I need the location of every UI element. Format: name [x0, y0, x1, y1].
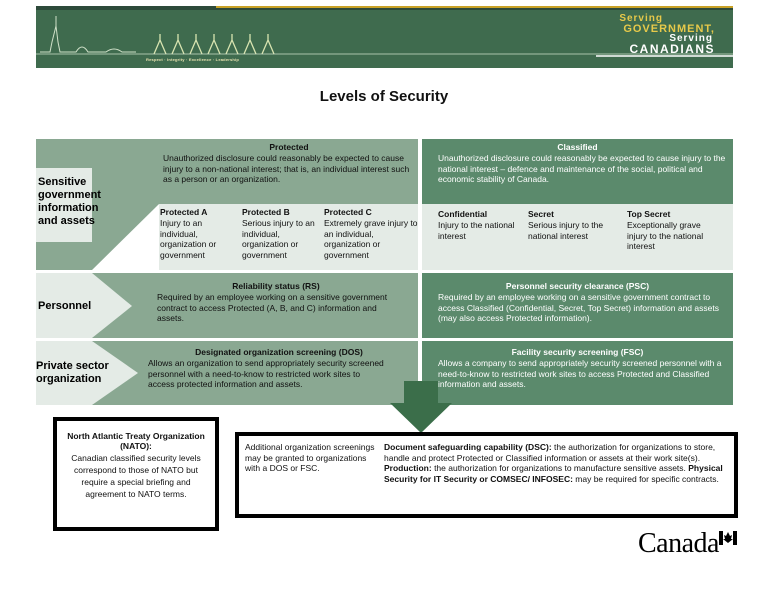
- canada-flag-icon: [719, 531, 737, 545]
- canada-wordmark: Canada: [638, 528, 719, 560]
- confidential-title: Confidential: [438, 209, 524, 220]
- production-label: Production:: [384, 463, 432, 473]
- protected-b-description: Serious injury to an individual, organiz…: [242, 218, 320, 260]
- fsc-heading: Facility security screening (FSC): [422, 347, 733, 358]
- production-text: the authorization for organizations to m…: [432, 463, 689, 473]
- sensitive-arrow-bottom-tab: [36, 242, 92, 270]
- row-label-private-sector: Private sector organization: [36, 360, 116, 386]
- top-secret-description: Exceptionally grave injury to the nation…: [627, 220, 723, 252]
- rs-description: Required by an employee working on a sen…: [157, 292, 397, 324]
- fsc-description: Allows a company to send appropriately s…: [438, 358, 728, 390]
- row-label-personnel: Personnel: [38, 300, 108, 313]
- nato-heading: North Atlantic Treaty Organization (NATO…: [65, 431, 207, 451]
- top-secret-title: Top Secret: [627, 209, 723, 220]
- protected-a-description: Injury to an individual, organization or…: [160, 218, 240, 260]
- dos-heading: Designated organization screening (DOS): [140, 347, 418, 358]
- nato-description: Canadian classified security levels corr…: [65, 452, 207, 500]
- nato-box: North Atlantic Treaty Organization (NATO…: [53, 417, 219, 531]
- sensitive-arrow-top-tab: [36, 139, 92, 168]
- rs-heading: Reliability status (RS): [134, 281, 418, 292]
- psc-description: Required by an employee working on a sen…: [438, 292, 728, 324]
- secret-title: Secret: [528, 209, 620, 220]
- dos-description: Allows an organization to send appropria…: [148, 358, 388, 390]
- classified-description: Unauthorized disclosure could reasonably…: [438, 153, 728, 185]
- protected-b-title: Protected B: [242, 207, 322, 218]
- protected-a-title: Protected A: [160, 207, 240, 218]
- row-label-sensitive: Sensitive government information and ass…: [38, 176, 108, 228]
- protected-c-title: Protected C: [324, 207, 418, 218]
- additional-screenings-text: Additional organization screenings may b…: [245, 442, 379, 474]
- dsc-label: Document safeguarding capability (DSC):: [384, 442, 552, 452]
- psc-heading: Personnel security clearance (PSC): [422, 281, 733, 292]
- classified-heading: Classified: [422, 142, 733, 153]
- protected-description: Unauthorized disclosure could reasonably…: [163, 153, 415, 185]
- protected-c-description: Extremely grave injury to an individual,…: [324, 218, 418, 260]
- additional-screenings-box: Additional organization screenings may b…: [235, 432, 738, 518]
- physical-security-text: may be required for specific contracts.: [573, 474, 719, 484]
- confidential-description: Injury to the national interest: [438, 220, 524, 241]
- secret-description: Serious injury to the national interest: [528, 220, 620, 241]
- dsc-paragraph: Document safeguarding capability (DSC): …: [384, 442, 732, 484]
- protected-heading: Protected: [160, 142, 418, 153]
